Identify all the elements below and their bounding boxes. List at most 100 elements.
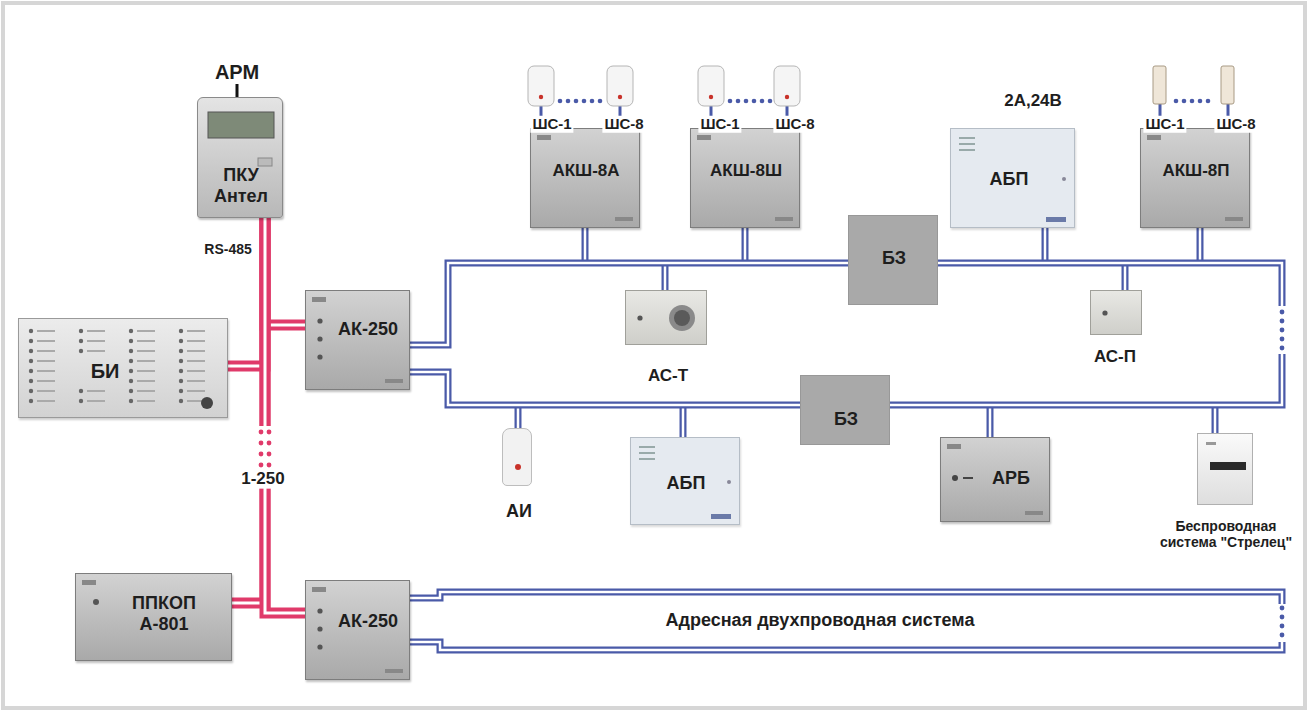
isolator-block: БЗ [800,375,890,445]
tap-line [584,228,587,263]
panel-detail [639,446,655,448]
tap-line [1042,228,1049,263]
panel-detail [37,330,55,332]
connector-line [410,263,848,345]
loop-dot [1280,633,1285,638]
tap-line [989,405,992,438]
tap-line [662,263,669,291]
indicator [669,305,695,331]
panel-detail [959,143,975,145]
panel-detail [87,390,105,392]
indicator [79,389,83,393]
connector-line [890,263,1282,405]
indicator [29,379,33,383]
frame [3,3,1305,708]
indicator [727,480,731,484]
ellipsis-dot [566,99,571,104]
panel-detail [137,360,155,362]
indicator [1102,310,1107,315]
ellipsis-dot [752,99,757,104]
two-wire-loop [410,592,1282,650]
panel-detail [37,360,55,362]
panel-detail [187,390,205,392]
ellipsis-dot [558,99,563,104]
device-face [1198,434,1252,504]
indicator [317,608,322,613]
device-label: ППКОП А-801 [119,593,209,634]
panel-detail [312,587,326,592]
detector-led [539,95,543,99]
tap-line [1124,263,1127,291]
device-label: БЗ [882,248,906,269]
loop-dot [1280,328,1285,333]
panel-detail [87,340,105,342]
indicator [952,475,958,481]
panel-detail [697,135,711,140]
annotation: RS-485 [204,242,251,257]
bus-dot [259,452,264,457]
panel-detail [137,380,155,382]
panel-detail [959,149,975,151]
panel-detail [963,477,973,479]
detector-led [785,95,789,99]
panel-detail [137,350,155,352]
loop-label: ШС-8 [1214,116,1257,133]
address-loop [410,263,848,345]
device-label: БЗ [834,409,858,430]
panel-detail [537,135,551,140]
indicator [79,349,83,353]
panel-detail [82,580,96,585]
indicator [179,329,183,333]
loop-label: ШС-8 [602,116,645,133]
device-label: АС-Т [646,366,690,386]
door-contact [1221,66,1234,104]
connector-line [228,218,265,366]
ellipsis-dot [1190,99,1195,104]
panel-detail [775,217,793,221]
indicator [317,318,322,323]
indicator [29,369,33,373]
rs485-bus [265,218,305,325]
indicator [29,339,33,343]
ellipsis-dot [760,99,765,104]
connector-line [410,372,800,405]
connector-line [265,218,305,325]
bus-dot [267,441,272,446]
loop-extender: АКШ-8Ш [690,128,800,228]
loop-line [410,592,1282,650]
indicator [1062,177,1066,181]
panel-detail [137,330,155,332]
detector-led [618,95,622,99]
indicator [179,359,183,363]
motion-detector [698,66,724,106]
panel-detail [137,340,155,342]
sounder: АС-П [1090,290,1142,335]
ellipsis-dot [1174,99,1179,104]
motion-detector [528,66,554,106]
indicator [179,339,183,343]
indicator [129,369,133,373]
panel-detail [312,297,326,302]
address-loop [410,372,800,405]
control-panel: ПКУ Антел [197,97,283,218]
indicator [79,329,83,333]
indicator [129,379,133,383]
panel-detail [187,340,205,342]
address-loop [890,263,1282,405]
bus-dot [267,463,272,468]
loop-dot [1280,346,1285,351]
tap-line [1197,228,1204,263]
rs485-bus [265,218,305,613]
device-face [503,429,531,485]
tap-line [682,405,685,438]
connector-line [410,263,848,345]
indicator [29,389,33,393]
indicator [129,339,133,343]
control-device: ППКОП А-801 [75,573,232,661]
device-label: АКШ-8Ш [710,161,782,181]
address-controller: АК-250 [305,290,410,390]
panel-detail [37,380,55,382]
ellipsis-dot [590,99,595,104]
isolator-block: БЗ [848,215,938,305]
indicator [129,349,133,353]
